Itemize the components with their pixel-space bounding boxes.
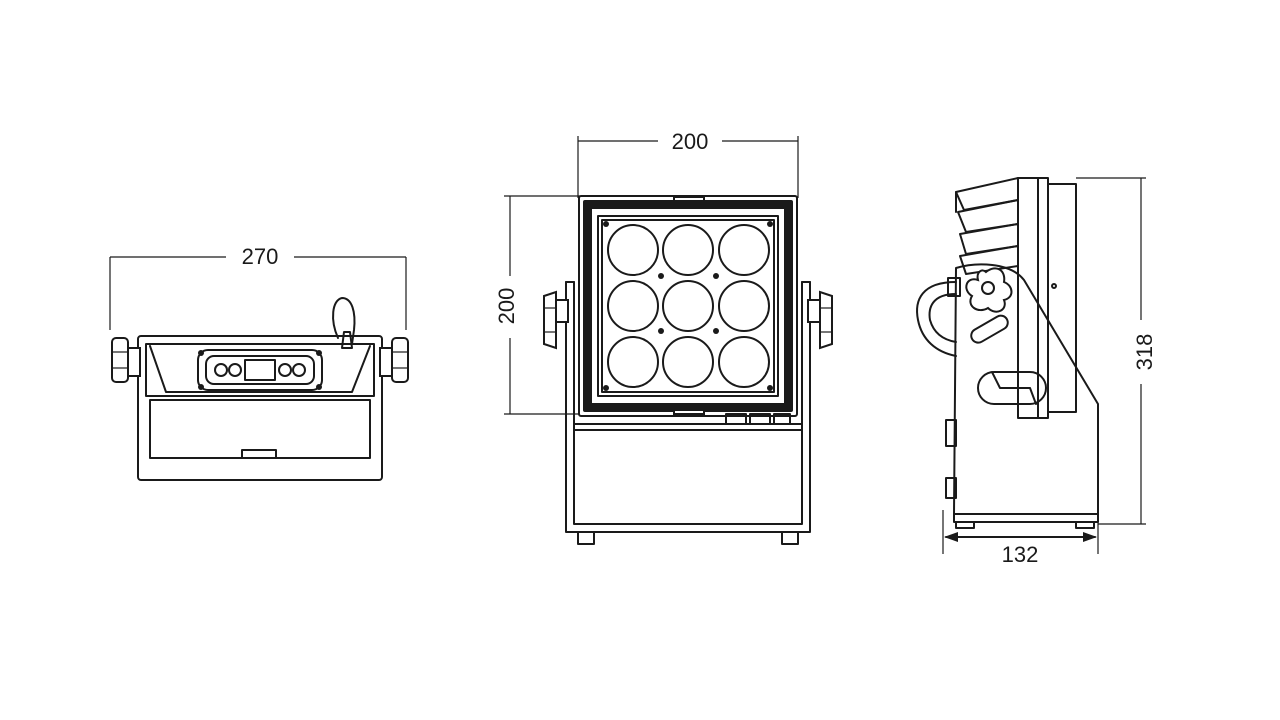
dimension-label-front-height: 200	[494, 288, 519, 325]
fixture-body-top	[137, 335, 383, 481]
heat-sink-fins	[955, 177, 1019, 275]
dimension-label-side-depth: 132	[1002, 542, 1039, 567]
led-icon	[718, 336, 770, 388]
led-icon	[662, 280, 714, 332]
dimension-label-top-width: 270	[242, 244, 279, 269]
led-icon	[607, 280, 659, 332]
led-array	[607, 224, 770, 388]
yoke-bracket	[565, 281, 811, 533]
front-view: 200 200	[494, 129, 833, 545]
led-icon	[718, 224, 770, 276]
dimension-side-depth: 132	[942, 510, 1099, 567]
yoke-side	[953, 263, 1099, 515]
led-icon	[662, 336, 714, 388]
dimension-label-front-width: 200	[672, 129, 709, 154]
led-icon	[607, 224, 659, 276]
star-knob-icon	[965, 267, 1013, 313]
led-icon	[607, 336, 659, 388]
button-icon	[228, 363, 242, 377]
dimension-front-width: 200	[577, 129, 799, 198]
dimension-side-height: 318	[1076, 177, 1157, 525]
knob-icon	[543, 290, 569, 350]
dimension-top-width: 270	[109, 244, 407, 330]
knob-icon	[379, 337, 409, 383]
button-icon	[214, 363, 228, 377]
head-side	[1017, 177, 1049, 419]
dimension-label-side-height: 318	[1132, 334, 1157, 371]
control-panel	[197, 349, 323, 391]
top-view: 270	[109, 244, 409, 481]
dimension-front-height: 200	[494, 195, 580, 415]
led-icon	[718, 280, 770, 332]
power-cable	[916, 281, 957, 357]
power-cable	[332, 297, 356, 345]
knob-icon	[807, 290, 833, 350]
button-icon	[278, 363, 292, 377]
knob-icon	[111, 337, 141, 383]
side-view: 318 132	[916, 177, 1157, 567]
led-icon	[662, 224, 714, 276]
button-icon	[292, 363, 306, 377]
display-icon	[244, 359, 276, 381]
